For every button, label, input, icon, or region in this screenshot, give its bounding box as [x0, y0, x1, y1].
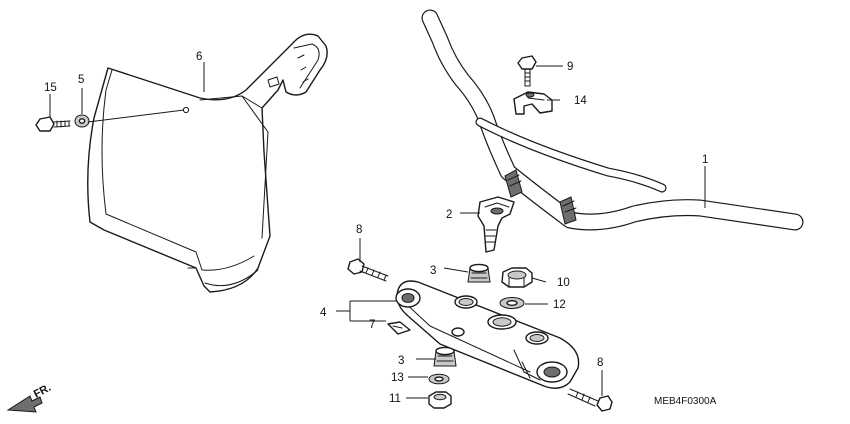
- pinch-bolt-lower: [567, 388, 613, 412]
- holder-nut: [501, 267, 533, 288]
- callout-12: 12: [553, 299, 566, 311]
- holder-washer: [499, 297, 525, 309]
- number-plate: [87, 33, 328, 293]
- callout-4: 4: [320, 307, 327, 319]
- leader-lines: [49, 62, 706, 399]
- callout-2: 2: [446, 209, 452, 221]
- top-bridge-clip: [387, 321, 411, 335]
- callout-9: 9: [567, 61, 573, 73]
- holder-rubber-upper: [467, 263, 491, 283]
- callout-1: 1: [702, 154, 708, 166]
- callout-8-lower: 8: [597, 357, 603, 369]
- callout-3-upper: 3: [430, 265, 436, 277]
- top-bridge: [395, 280, 580, 389]
- upper-holder: [513, 91, 553, 115]
- callout-13: 13: [391, 372, 404, 384]
- callout-6: 6: [196, 51, 202, 63]
- handlebar: [421, 9, 804, 231]
- callout-5: 5: [78, 74, 84, 86]
- holder-rubber-lower: [433, 346, 457, 367]
- callout-3-lower: 3: [398, 355, 404, 367]
- callout-14: 14: [574, 95, 587, 107]
- drawing-code: MEB4F0300A: [654, 396, 717, 407]
- callout-7: 7: [369, 319, 375, 331]
- lower-nut: [428, 391, 452, 409]
- callout-15: 15: [44, 82, 57, 94]
- callout-labels: 1 2 3 3 4 5 6 7 8 8 9 10 11 12 13 14 15: [44, 51, 708, 405]
- pinch-bolt-upper: [347, 258, 389, 282]
- holder-bolt: [517, 55, 537, 87]
- plate-screw: [35, 116, 71, 132]
- lower-holder: [477, 196, 515, 253]
- callout-11: 11: [389, 393, 401, 405]
- callout-10: 10: [557, 277, 570, 289]
- lower-washer: [428, 373, 450, 385]
- front-arrow: [6, 395, 43, 413]
- plate-washer: [74, 114, 90, 128]
- callout-8-upper: 8: [356, 224, 362, 236]
- front-direction-label: FR.: [32, 382, 53, 401]
